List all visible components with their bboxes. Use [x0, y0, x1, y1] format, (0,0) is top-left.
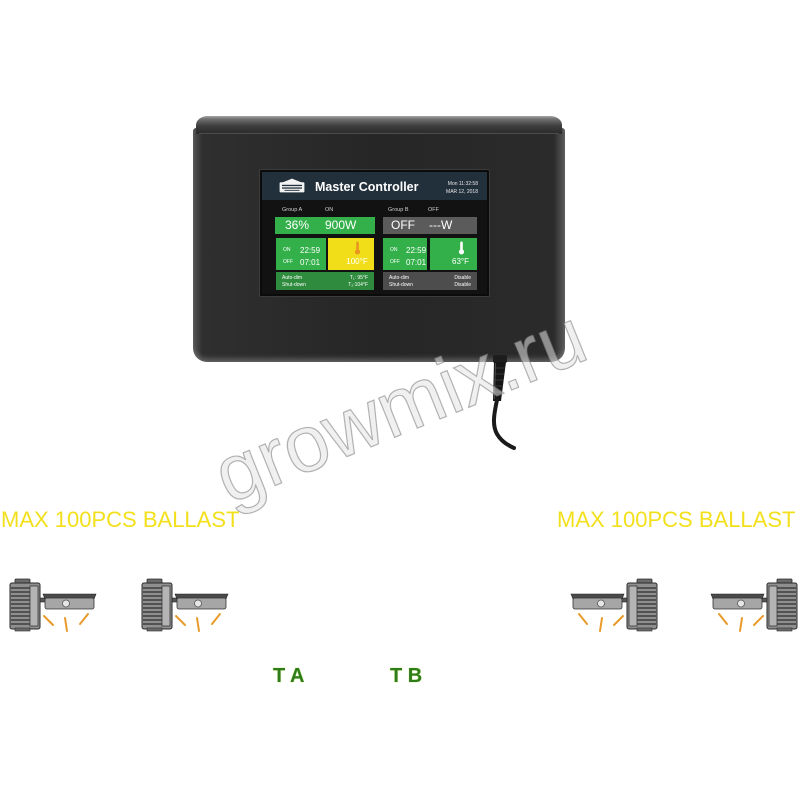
- ballast-capacity-label-left: MAX 100PCS BALLAST: [1, 507, 240, 532]
- ballast-lamp-icon: [570, 578, 658, 632]
- group-a-on-label: ON: [283, 247, 291, 253]
- group-b-autodim-value: Disable: [454, 274, 471, 281]
- thermometer-icon: [354, 241, 361, 255]
- group-a-on-time: 22:59: [300, 245, 321, 255]
- group-a-shutdown-label: Shut-down: [282, 282, 306, 288]
- screen-title: Master Controller: [315, 180, 419, 194]
- group-b-power: ---W: [429, 218, 453, 232]
- group-b-state: OFF: [428, 207, 439, 213]
- group-b-timer: ON 22:59 OFF 07:01: [383, 238, 427, 270]
- group-b-off-label: OFF: [390, 259, 400, 265]
- group-a-temperature: 100°F: [346, 257, 368, 266]
- strain-relief-highlight: [494, 362, 496, 400]
- group-b-dim-level: OFF: [391, 218, 415, 232]
- brand-logo-icon: [279, 178, 305, 193]
- ballast-lamp-icon: [141, 578, 229, 632]
- group-a-off-label: OFF: [283, 259, 293, 265]
- ballast-capacity-label-right: MAX 100PCS BALLAST: [557, 507, 796, 532]
- screen-day-time: Mon 11:32:58: [447, 181, 478, 187]
- group-a-protection-bar: Auto-dim T₁: 95°F Shut-down T₂:104°F: [276, 272, 374, 290]
- screen-header: Master Controller Mon 11:32:58 MAR 12, 2…: [262, 172, 487, 200]
- thermometer-icon: [458, 241, 465, 255]
- ballast-lamp-icon: [710, 578, 798, 632]
- power-cable: [492, 355, 516, 450]
- group-a-power: 900W: [325, 218, 357, 232]
- group-a-temperature-tile: 100°F: [328, 238, 374, 270]
- group-b-on-time: 22:59: [406, 245, 427, 255]
- group-a-status-bar: 36% 900W: [275, 217, 375, 234]
- group-b-off-time: 07:01: [406, 257, 427, 267]
- group-b-on-label: ON: [390, 247, 398, 253]
- screen-date: MAR 12, 2018: [446, 189, 478, 195]
- group-a-state: ON: [325, 207, 334, 213]
- group-b-temperature-tile: 63°F: [430, 238, 477, 270]
- controller-screen: Master Controller Mon 11:32:58 MAR 12, 2…: [262, 172, 487, 294]
- group-b-protection-bar: Auto-dim Disable Shut-down Disable: [383, 272, 477, 290]
- group-b-shutdown-label: Shut-down: [389, 282, 413, 288]
- group-a-shutdown-value: T₂:104°F: [348, 282, 368, 288]
- group-b-label: Group B: [388, 207, 409, 213]
- group-a-off-time: 07:01: [300, 257, 321, 267]
- group-a-autodim-label: Auto-dim: [282, 274, 303, 281]
- group-b-temperature: 63°F: [452, 257, 469, 266]
- housing-seam: [199, 133, 559, 134]
- group-a-timer: ON 22:59 OFF 07:01: [276, 238, 326, 270]
- cable-strain-relief: [493, 362, 506, 401]
- group-a-label: Group A: [282, 207, 303, 213]
- group-b-status-bar: OFF ---W: [383, 217, 477, 234]
- terminal-a-label: T A: [273, 665, 305, 687]
- cable-wire: [492, 398, 516, 450]
- ballast-lamp-icon: [9, 578, 97, 632]
- controller-top-rim: [196, 116, 562, 134]
- group-b-shutdown-value: Disable: [454, 282, 471, 288]
- terminal-b-label: T B: [390, 665, 423, 687]
- group-a-dim-level: 36%: [285, 218, 310, 232]
- strain-relief-grooves: [493, 367, 505, 393]
- group-a-autodim-value: T₁: 95°F: [349, 274, 368, 281]
- cable-connector-cap: [493, 355, 507, 363]
- group-b-autodim-label: Auto-dim: [389, 274, 410, 281]
